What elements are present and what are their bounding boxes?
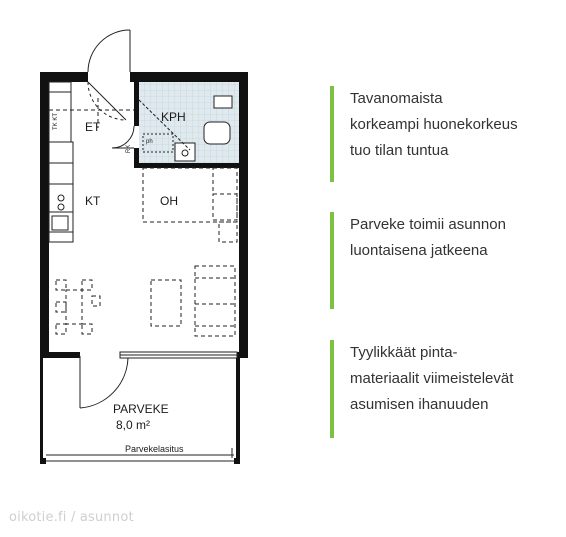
callout-text: Tyylikkäät pinta- materiaalit viimeistel… (350, 344, 514, 413)
balcony-door (79, 351, 238, 409)
bathroom-door (111, 125, 135, 149)
room-label-et: ET (85, 120, 101, 134)
callout-text: Tavanomaista korkeampi huonekorkeus tuo … (350, 90, 518, 159)
callout-accent-bar (330, 340, 334, 438)
room-label-parveke: PARVEKE (113, 402, 169, 416)
label-ph: ph (146, 139, 153, 145)
callout-accent-bar (330, 86, 334, 182)
parvekelasitus-line (46, 448, 234, 462)
entry-dashes (49, 98, 134, 128)
callout-room-height: Tavanomaista korkeampi huonekorkeus tuo … (330, 86, 550, 182)
walls (40, 72, 248, 464)
furniture (55, 167, 238, 337)
callout-accent-bar (330, 212, 334, 309)
label-tk-kt: TK KT (53, 113, 59, 130)
callout-balcony: Parveke toimii asunnon luontaisena jatke… (330, 212, 550, 309)
bathroom-fixtures (138, 95, 233, 162)
callout-text: Parveke toimii asunnon luontaisena jatke… (350, 216, 506, 259)
kitchen-cabinets (48, 81, 74, 243)
watermark: oikotie.fi / asunnot (9, 510, 134, 525)
label-rk: RK (126, 145, 132, 153)
room-area-parveke: 8,0 m² (116, 418, 150, 432)
callout-materials: Tyylikkäät pinta- materiaalit viimeistel… (330, 340, 550, 438)
entrance-door (87, 29, 131, 121)
room-label-kph: KPH (161, 110, 186, 124)
room-label-oh: OH (160, 194, 178, 208)
label-parvekelasitus: Parvekelasitus (125, 444, 184, 454)
room-label-kt: KT (85, 194, 101, 208)
